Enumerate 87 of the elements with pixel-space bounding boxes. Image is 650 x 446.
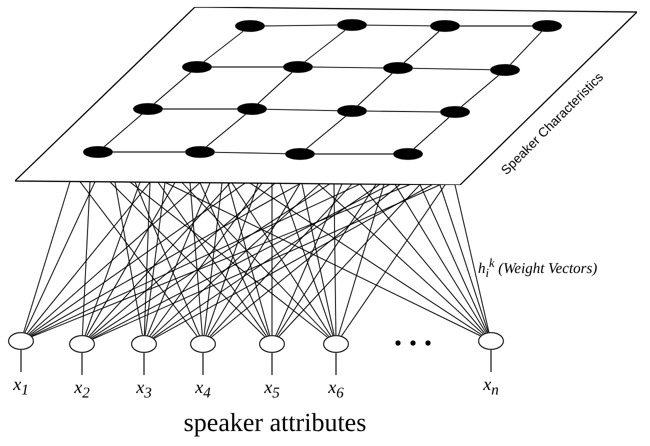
- map-plane: [15, 7, 637, 185]
- weight-line: [144, 182, 166, 336]
- weight-line: [276, 184, 376, 336]
- weight-line: [147, 182, 210, 336]
- weight-line: [206, 182, 258, 336]
- grid-link: [258, 72, 292, 104]
- weight-line: [23, 181, 70, 333]
- input-neuron: [190, 335, 216, 353]
- input-label: x$_{5}$: [263, 377, 281, 403]
- weight-line: [30, 183, 300, 336]
- grid-link: [266, 108, 338, 112]
- grid-link: [414, 117, 450, 149]
- grid-link: [366, 24, 430, 26]
- weight-line: [394, 184, 486, 334]
- weight-line: [210, 184, 352, 337]
- weight-line: [90, 182, 276, 338]
- weight-line: [114, 181, 143, 336]
- input-neuron: [131, 335, 157, 353]
- weight-line: [91, 183, 330, 338]
- weight-line: [152, 184, 380, 338]
- weight-line: [275, 183, 342, 336]
- input-neuron: [69, 335, 95, 353]
- grid-link: [304, 30, 346, 62]
- grid-link: [206, 114, 246, 148]
- grid-link: [212, 66, 284, 68]
- input-label: x$_{n}$: [482, 374, 500, 400]
- grid-link: [214, 152, 286, 154]
- grid-link: [460, 74, 500, 108]
- grid-link: [312, 66, 384, 68]
- weight-line: [151, 183, 320, 338]
- weight-line: [110, 181, 266, 338]
- weight-line: [204, 182, 222, 336]
- input-label: x$_{3}$: [135, 377, 153, 403]
- grid-link: [404, 31, 440, 63]
- weight-line: [280, 182, 334, 336]
- weight-line: [302, 183, 335, 336]
- weight-line: [134, 182, 200, 336]
- input-neuron: [478, 332, 504, 350]
- weight-line: [144, 182, 150, 336]
- weight-line: [318, 183, 484, 334]
- input-label: x$_{4}$: [194, 377, 212, 403]
- weight-line: [278, 184, 420, 337]
- weight-line: [24, 181, 96, 333]
- grid-link: [510, 31, 542, 65]
- weight-line: [454, 184, 490, 333]
- input-label: x$_{2}$: [73, 377, 91, 403]
- weight-line: [200, 182, 269, 336]
- input-neuron: [8, 332, 34, 350]
- weight-line: [250, 182, 482, 336]
- weight-line: [210, 184, 400, 338]
- weight-line: [28, 182, 200, 334]
- weight-line: [440, 184, 489, 333]
- weight-line: [80, 181, 198, 336]
- weight-line: [26, 182, 150, 334]
- grid-link: [366, 110, 440, 112]
- weight-line: [420, 184, 488, 333]
- weight-line: [164, 182, 481, 336]
- grid-link: [203, 30, 244, 62]
- grid-link: [162, 108, 238, 110]
- weight-line: [232, 182, 332, 336]
- grid-link: [154, 72, 192, 104]
- input-neuron: [323, 335, 349, 353]
- weight-line: [341, 184, 446, 336]
- caption: speaker attributes: [182, 408, 368, 438]
- grid-link: [412, 68, 490, 70]
- input-label: x$_{1}$: [12, 374, 30, 400]
- weight-line: [208, 183, 300, 336]
- weight-line: [88, 182, 230, 337]
- weight-line: [190, 182, 203, 336]
- grid-link: [104, 114, 142, 148]
- weight-line: [82, 181, 90, 336]
- weight-line: [182, 182, 330, 337]
- weight-line: [130, 182, 328, 338]
- grid-link: [264, 24, 338, 26]
- input-label: x$_{6}$: [327, 377, 345, 403]
- weight-line: [86, 182, 176, 336]
- grid-link: [306, 116, 346, 150]
- weight-line: [334, 183, 336, 336]
- weight-line: [338, 184, 384, 336]
- weight-line: [360, 184, 485, 334]
- weight-line: [30, 182, 246, 336]
- weight-line: [228, 182, 270, 336]
- grid-link: [357, 73, 393, 106]
- weight-label: h$_{i}$$^{k}$ (Weight Vectors): [478, 256, 598, 281]
- weight-line: [84, 182, 140, 336]
- weight-line: [154, 184, 432, 339]
- input-neuron: [259, 335, 285, 353]
